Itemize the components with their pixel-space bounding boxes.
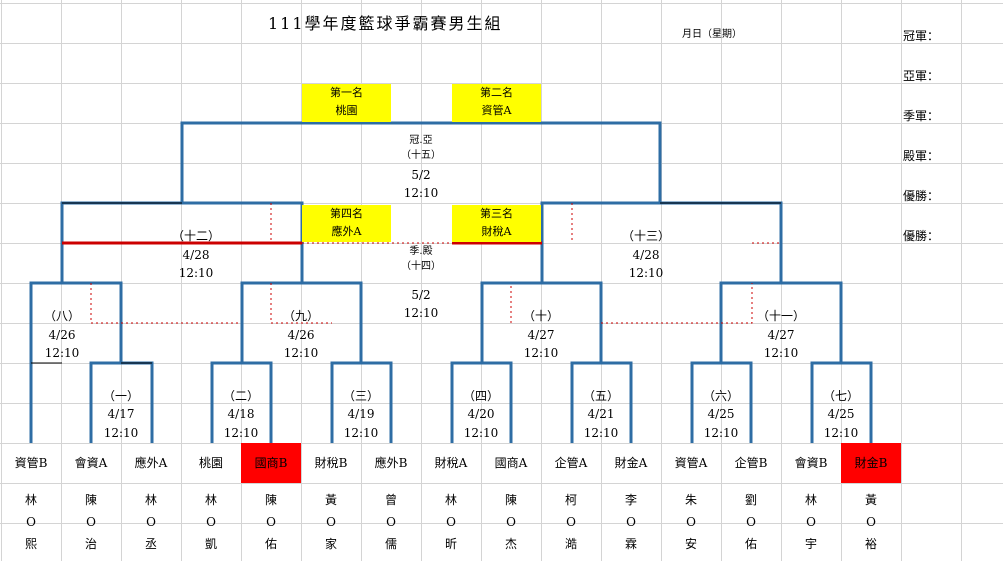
- team-cell[interactable]: 桃園: [198, 456, 223, 470]
- match-11-date: 4/27: [767, 328, 795, 342]
- date-label: 月日（星期）: [682, 29, 742, 40]
- team-cell[interactable]: 會資B: [794, 456, 828, 470]
- bracket-6: [690, 361, 753, 443]
- match-4-date: 4/20: [467, 407, 495, 421]
- match-7-time: 12:10: [823, 426, 859, 440]
- match-4-time: 12:10: [463, 426, 499, 440]
- bracket-3: [330, 361, 393, 443]
- match-1-number: （一）: [102, 389, 140, 403]
- award-champion-label: 冠軍：: [903, 29, 940, 43]
- match-13-date: 4/28: [632, 248, 660, 262]
- match-5-time: 12:10: [583, 426, 619, 440]
- team-cell[interactable]: 財金A: [614, 456, 648, 470]
- team-cell-highlighted[interactable]: 國商B: [241, 443, 301, 483]
- match-13-number: （十三）: [621, 229, 671, 243]
- team-cell[interactable]: 國商A: [494, 456, 528, 470]
- match-8-date: 4/26: [48, 328, 76, 342]
- page-title: 111學年度籃球爭霸賽男生組: [268, 14, 503, 33]
- third-title: 季.殿: [409, 246, 433, 257]
- award-third-place: 第三名財稅A: [452, 205, 541, 242]
- match-6-date: 4/25: [707, 407, 735, 421]
- match-2-number: （二）: [222, 389, 260, 403]
- match-2-date: 4/18: [227, 407, 255, 421]
- match-12-time: 12:10: [178, 266, 214, 280]
- final-title: 冠.亞: [409, 135, 433, 146]
- match-12-date: 4/28: [182, 248, 210, 262]
- final-number: （十五）: [401, 150, 441, 161]
- match-6-number: （六）: [702, 389, 740, 403]
- bracket-4: [450, 361, 513, 443]
- bracket-5: [570, 361, 633, 443]
- match-8-number: （八）: [43, 309, 81, 323]
- team-cell[interactable]: 企管A: [554, 456, 588, 470]
- match-3-number: （三）: [342, 389, 380, 403]
- match-10-number: （十）: [522, 309, 560, 323]
- match-6-time: 12:10: [703, 426, 739, 440]
- match-3-time: 12:10: [343, 426, 379, 440]
- third-time: 12:10: [403, 306, 439, 320]
- final-time: 12:10: [403, 186, 439, 200]
- match-5-date: 4/21: [587, 407, 615, 421]
- award-fourth-place: 第四名應外A: [302, 205, 391, 242]
- award-runner-up-label: 亞軍：: [903, 69, 940, 83]
- match-7-number: （七）: [822, 389, 860, 403]
- match-3-date: 4/19: [347, 407, 375, 421]
- bracket-12-lower: [60, 243, 304, 283]
- match-1-date: 4/17: [107, 407, 135, 421]
- award-merit-label-1: 優勝：: [903, 189, 940, 203]
- match-10-time: 12:10: [523, 346, 559, 360]
- match-4-number: （四）: [462, 389, 500, 403]
- match-13-time: 12:10: [628, 266, 664, 280]
- team-cell[interactable]: 資管A: [674, 456, 708, 470]
- third-date: 5/2: [411, 288, 431, 302]
- match-9-date: 4/26: [287, 328, 315, 342]
- match-7-date: 4/25: [827, 407, 855, 421]
- match-10-date: 4/27: [527, 328, 555, 342]
- bracket-2: [210, 361, 273, 443]
- bracket-9: [240, 281, 363, 363]
- award-second-place: 第二名資管A: [452, 84, 541, 122]
- team-cell[interactable]: 財稅A: [434, 456, 468, 470]
- team-cell[interactable]: 應外A: [134, 456, 168, 470]
- bracket-7: [810, 361, 873, 443]
- team-cell[interactable]: 企管B: [734, 456, 768, 470]
- match-12-number: （十二）: [171, 229, 221, 243]
- match-2-time: 12:10: [223, 426, 259, 440]
- team-cell[interactable]: 應外B: [374, 456, 408, 470]
- match-1-time: 12:10: [103, 426, 139, 440]
- final-date: 5/2: [411, 168, 431, 182]
- match-11-number: （十一）: [756, 309, 806, 323]
- award-fourth-label: 殿軍：: [903, 149, 940, 163]
- third-number: （十四）: [401, 261, 441, 272]
- award-third-label: 季軍：: [903, 109, 940, 123]
- team-cell[interactable]: 財稅B: [314, 456, 348, 470]
- bracket-13-lower: [540, 243, 783, 283]
- match-8-time: 12:10: [44, 346, 80, 360]
- team-cell[interactable]: 資管B: [14, 456, 48, 470]
- match-5-number: （五）: [582, 389, 620, 403]
- match-9-number: （九）: [282, 309, 320, 323]
- team-cell[interactable]: 會資A: [74, 456, 108, 470]
- match-9-time: 12:10: [283, 346, 319, 360]
- match-11-time: 12:10: [763, 346, 799, 360]
- award-merit-label-2: 優勝：: [903, 229, 940, 243]
- bracket-final: [180, 121, 662, 203]
- award-first-place: 第一名桃園: [302, 84, 391, 122]
- team-cell-highlighted[interactable]: 財金B: [841, 443, 901, 483]
